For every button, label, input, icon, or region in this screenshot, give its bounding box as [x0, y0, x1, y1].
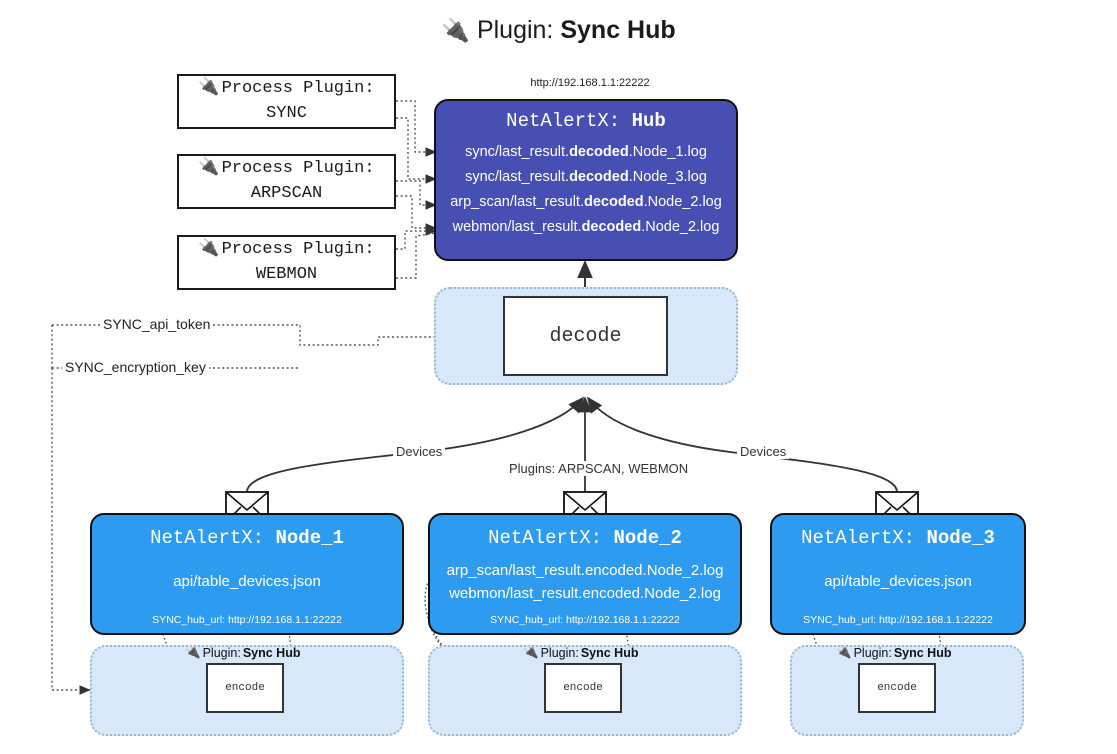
process-plugin-label: Process Plugin: [221, 78, 375, 98]
node-footer: SYNC_hub_url: http://192.168.1.1:22222 [803, 614, 993, 626]
hub-node[interactable]: NetAlertX: Hub sync/last_result.decoded.… [434, 99, 738, 261]
node-prefix: NetAlertX: [150, 527, 265, 549]
secrets-to-decode-connector [51, 324, 498, 369]
encode-box-node2[interactable]: encode [544, 663, 622, 713]
node-2[interactable]: NetAlertX: Node_2 arp_scan/last_result.e… [428, 513, 742, 635]
node-header: NetAlertX: Node_1 [150, 527, 344, 549]
process-plugin-sync[interactable]: 🔌 Process Plugin: SYNC [177, 74, 396, 129]
node-prefix: NetAlertX: [488, 527, 603, 549]
hub-header: NetAlertX: Hub [506, 110, 666, 132]
plugin-caption-node3: 🔌 Plugin: Sync Hub [836, 645, 952, 660]
plugin-to-hub-connectors [396, 100, 437, 279]
sync-api-token-label: SYNC_api_token [100, 316, 214, 332]
page-title: 🔌 Plugin: Sync Hub [0, 16, 1117, 45]
edge-label-right-devices: Devices [737, 444, 790, 459]
hub-log-line: arp_scan/last_result.decoded.Node_2.log [450, 193, 722, 210]
plugin-caption-node1: 🔌 Plugin: Sync Hub [185, 645, 301, 660]
node-line: api/table_devices.json [824, 573, 972, 590]
process-plugin-value: ARPSCAN [250, 183, 323, 203]
node-line: arp_scan/last_result.encoded.Node_2.log [446, 561, 724, 579]
plug-icon: 🔌 [185, 645, 201, 659]
plug-icon: 🔌 [198, 239, 220, 259]
hub-log-line: webmon/last_result.decoded.Node_2.log [452, 218, 720, 235]
nodes-to-decode-edges [246, 396, 898, 493]
hub-log-line: sync/last_result.decoded.Node_1.log [465, 144, 707, 160]
plug-icon: 🔌 [836, 645, 852, 659]
process-plugin-label: Process Plugin: [221, 239, 375, 259]
hub-url: http://192.168.1.1:22222 [530, 77, 650, 89]
encode-box-node3[interactable]: encode [858, 663, 936, 713]
edge-label-left-devices: Devices [393, 444, 446, 459]
hub-name: Hub [631, 110, 666, 132]
process-plugin-arpscan[interactable]: 🔌 Process Plugin: ARPSCAN [177, 154, 396, 209]
decode-box[interactable]: decode [503, 296, 668, 376]
plug-icon: 🔌 [198, 158, 220, 178]
node-footer: SYNC_hub_url: http://192.168.1.1:22222 [152, 614, 342, 626]
node-header: NetAlertX: Node_2 [488, 527, 682, 549]
node-name: Node_1 [275, 527, 344, 549]
encode-box-node1[interactable]: encode [206, 663, 284, 713]
plug-icon: 🔌 [441, 17, 470, 43]
process-plugin-label: Process Plugin: [221, 158, 375, 178]
process-plugin-value: SYNC [266, 103, 307, 123]
plug-icon: 🔌 [198, 78, 220, 98]
process-plugin-value: WEBMON [255, 264, 318, 284]
page-title-label: Plugin: [476, 16, 554, 44]
node-line: api/table_devices.json [173, 573, 321, 590]
node-name: Node_2 [613, 527, 682, 549]
node-1[interactable]: NetAlertX: Node_1 api/table_devices.json… [90, 513, 404, 635]
hub-prefix: NetAlertX: [506, 110, 621, 132]
plugin-caption-node2: 🔌 Plugin: Sync Hub [523, 645, 639, 660]
node-line: webmon/last_result.encoded.Node_2.log [449, 584, 721, 602]
node-3[interactable]: NetAlertX: Node_3 api/table_devices.json… [770, 513, 1026, 635]
node-prefix: NetAlertX: [801, 527, 916, 549]
edge-label-center-plugins: Plugins: ARPSCAN, WEBMON [506, 461, 692, 476]
process-plugin-webmon[interactable]: 🔌 Process Plugin: WEBMON [177, 235, 396, 290]
node-name: Node_3 [926, 527, 995, 549]
node-footer: SYNC_hub_url: http://192.168.1.1:22222 [490, 614, 680, 626]
hub-log-line: sync/last_result.decoded.Node_3.log [465, 168, 707, 185]
node-header: NetAlertX: Node_3 [801, 527, 995, 549]
plug-icon: 🔌 [523, 645, 539, 659]
sync-encryption-key-label: SYNC_encryption_key [62, 359, 209, 375]
secrets-to-encode-connector [51, 368, 91, 695]
page-title-value: Sync Hub [560, 16, 676, 44]
